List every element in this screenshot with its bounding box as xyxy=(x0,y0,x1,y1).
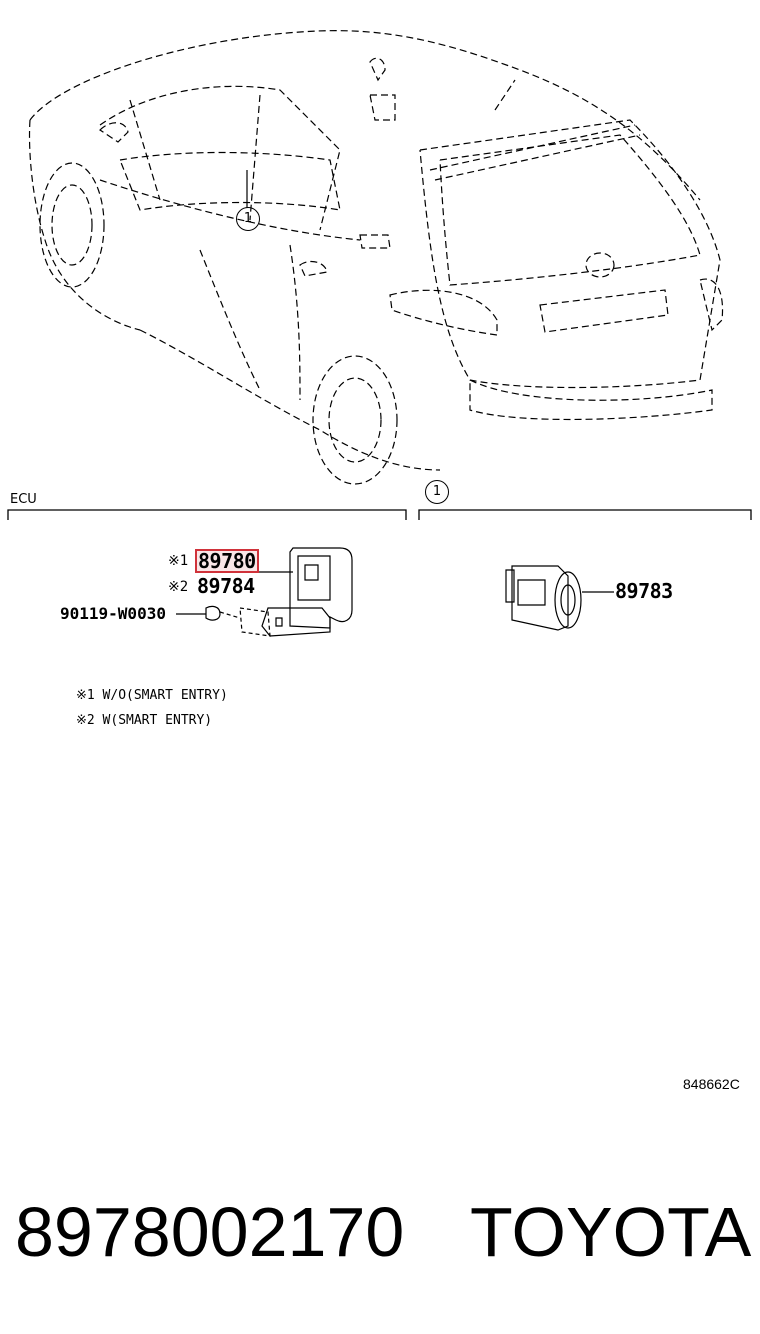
bolt-part-link[interactable]: 90119-W0030 xyxy=(60,604,166,623)
drawing-code: 848662C xyxy=(683,1076,740,1092)
note-w-smart-entry: ※2 W(SMART ENTRY) xyxy=(76,713,213,728)
section-label-ecu: ECU xyxy=(10,492,37,507)
part-89784-marker: ※2 xyxy=(168,579,189,595)
footer-brand: TOYOTA xyxy=(470,1193,752,1271)
part-89780-marker: ※1 xyxy=(168,553,189,569)
note-w-o-smart-entry: ※1 W/O(SMART ENTRY) xyxy=(76,688,228,703)
part-89783-link[interactable]: 89783 xyxy=(615,579,673,603)
part-89784-link[interactable]: 89784 xyxy=(197,574,255,598)
callout-marker: 1 xyxy=(236,207,260,231)
part-89780-link[interactable]: 89780 xyxy=(195,549,259,573)
footer-part-number: 8978002170 xyxy=(15,1193,405,1271)
section-marker-1: 1 xyxy=(425,480,449,504)
